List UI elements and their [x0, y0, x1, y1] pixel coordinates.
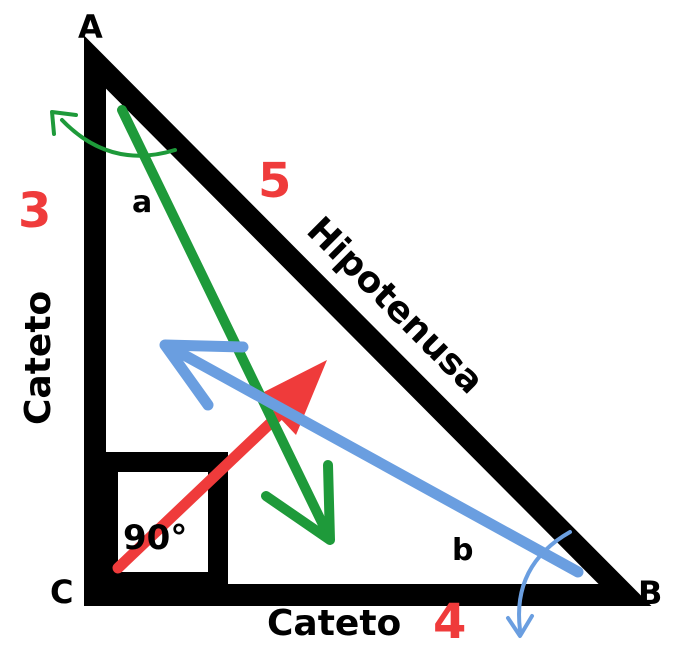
vertex-a-label: A	[78, 8, 103, 46]
vertex-c-label: C	[50, 573, 73, 611]
horizontal-leg-label: Cateto	[267, 603, 401, 644]
angle-b-label: b	[452, 533, 473, 568]
green-arrow	[50, 105, 335, 545]
blue-arrow	[159, 339, 584, 638]
hypotenuse-value: 5	[258, 153, 291, 209]
horizontal-leg-value: 4	[433, 594, 466, 647]
angle-a-label: a	[132, 185, 152, 220]
right-angle-label: 90°	[123, 518, 187, 558]
vertical-leg-value: 3	[18, 183, 51, 239]
vertex-b-label: B	[638, 574, 662, 612]
right-angle-marker	[98, 452, 228, 592]
triangle-border	[84, 35, 652, 606]
vertical-leg-label: Cateto	[18, 291, 59, 425]
